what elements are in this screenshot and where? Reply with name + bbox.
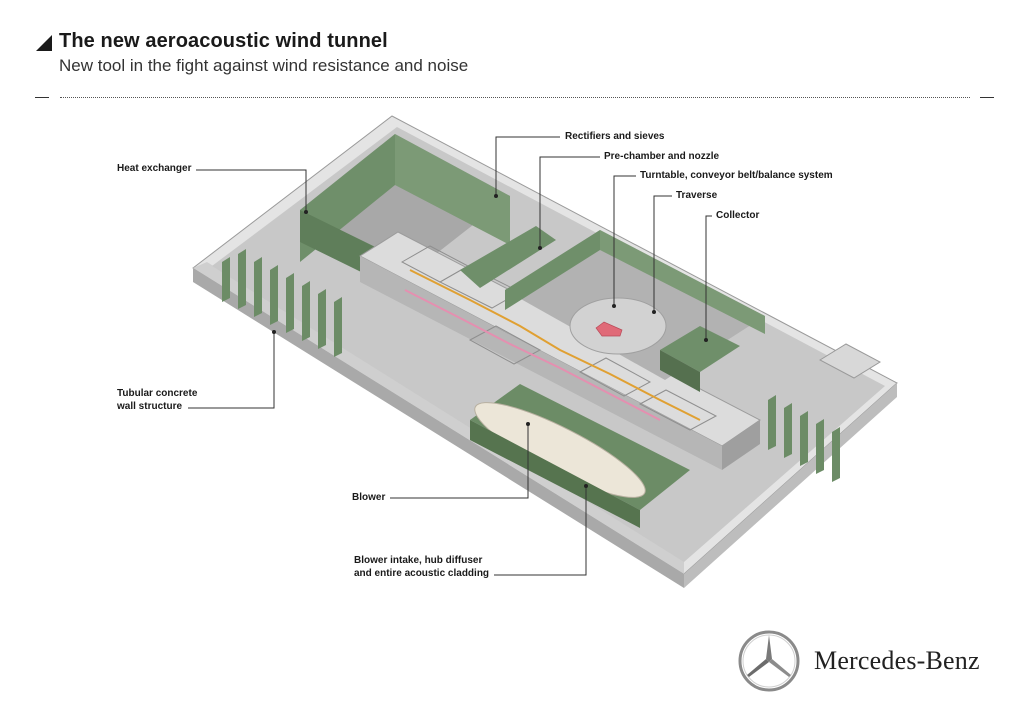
title-row: The new aeroacoustic wind tunnel [36, 30, 468, 53]
header: The new aeroacoustic wind tunnel New too… [36, 30, 468, 76]
right-fin-bank [768, 395, 840, 482]
label-blower-intake: Blower intake, hub diffuser and entire a… [354, 554, 489, 580]
orange-pipe [409, 269, 701, 421]
divider-left [35, 97, 49, 98]
test-section-wall-back [505, 230, 600, 310]
label-blower-intake-line1: Blower intake, hub diffuser [354, 555, 483, 566]
blower-vanes [470, 420, 640, 528]
pink-pipe [404, 289, 661, 421]
brand-logo: Mercedes-Benz [738, 630, 980, 692]
divider-right [980, 97, 994, 98]
three-pointed-star-icon [738, 630, 800, 692]
nozzle [460, 226, 556, 288]
label-traverse: Traverse [676, 190, 718, 201]
heat-exchanger-wall-right [395, 134, 510, 245]
page-subtitle: New tool in the fight against wind resis… [59, 56, 469, 75]
turntable [569, 297, 667, 355]
brand-name: Mercedes-Benz [814, 646, 980, 675]
test-section-wall-right [600, 230, 765, 334]
outer-wall-side [193, 268, 684, 588]
label-prechamber: Pre-chamber and nozzle [604, 151, 720, 162]
leader-lines [188, 136, 712, 576]
label-tubular: Tubular concrete wall structure [117, 387, 197, 413]
title-triangle-icon [36, 34, 52, 51]
heat-exchanger-floor [300, 134, 510, 268]
outer-wall-right [684, 383, 897, 588]
test-car [595, 321, 623, 337]
dotted-divider [60, 97, 970, 98]
leader-dots [272, 194, 708, 488]
label-tubular-line1: Tubular concrete [117, 388, 198, 399]
small-room [818, 343, 882, 379]
label-turntable: Turntable, conveyor belt/balance system [640, 170, 833, 181]
collector-block-side [660, 350, 700, 392]
label-collector: Collector [716, 210, 760, 221]
left-fin-bank [222, 249, 342, 357]
label-rectifiers: Rectifiers and sieves [565, 131, 665, 142]
page-title: The new aeroacoustic wind tunnel [59, 30, 388, 52]
collector-block [660, 326, 740, 372]
label-blower-intake-line2: and entire acoustic cladding [354, 568, 490, 579]
central-block-end [722, 420, 760, 470]
label-heat-exchanger: Heat exchanger [117, 163, 192, 174]
label-tubular-line2: wall structure [117, 401, 183, 412]
label-blower: Blower [352, 492, 386, 503]
central-block-side [360, 256, 722, 470]
outer-wall-left-front [193, 262, 684, 574]
